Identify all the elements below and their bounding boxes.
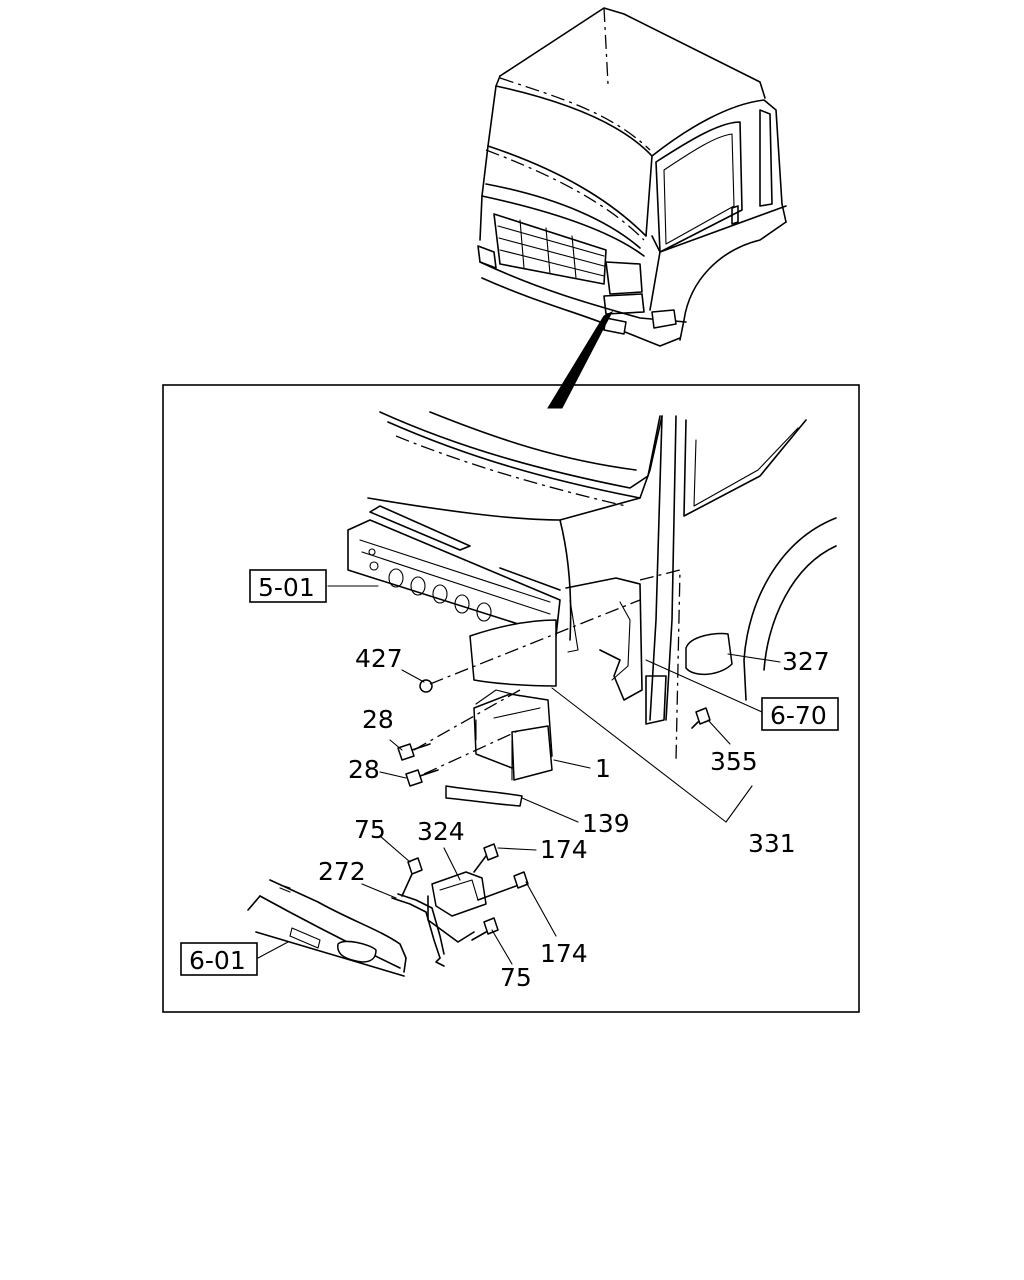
- callout-324[interactable]: 324: [417, 817, 465, 846]
- cab-overview-illustration: [477, 7, 787, 409]
- callout-174-lower[interactable]: 174: [540, 939, 588, 968]
- callout-174-upper[interactable]: 174: [540, 835, 588, 864]
- callout-75-upper[interactable]: 75: [354, 815, 386, 844]
- callout-355[interactable]: 355: [710, 747, 758, 776]
- callout-75-lower[interactable]: 75: [500, 963, 532, 992]
- leader-lines: [257, 585, 781, 965]
- callout-6-70[interactable]: 6-70: [770, 701, 827, 730]
- callout-6-01[interactable]: 6-01: [189, 946, 246, 975]
- ref-box-6-70: [761, 697, 839, 731]
- callout-327[interactable]: 327: [782, 647, 830, 676]
- callout-1[interactable]: 1: [595, 754, 611, 783]
- callout-28-upper[interactable]: 28: [362, 705, 394, 734]
- callout-5-01[interactable]: 5-01: [258, 573, 315, 602]
- ref-box-5-01: [249, 569, 327, 603]
- callout-139[interactable]: 139: [582, 809, 630, 838]
- callout-331[interactable]: 331: [748, 829, 796, 858]
- detail-view-frame: [162, 384, 860, 1013]
- callout-427[interactable]: 427: [355, 644, 403, 673]
- ref-box-6-01: [180, 942, 258, 976]
- callout-272[interactable]: 272: [318, 857, 366, 886]
- detail-illustration: [247, 411, 837, 977]
- callout-labels: 5-01 427 28 28 1 139 75 324 174 272 174 …: [180, 569, 839, 992]
- callout-28-lower[interactable]: 28: [348, 755, 380, 784]
